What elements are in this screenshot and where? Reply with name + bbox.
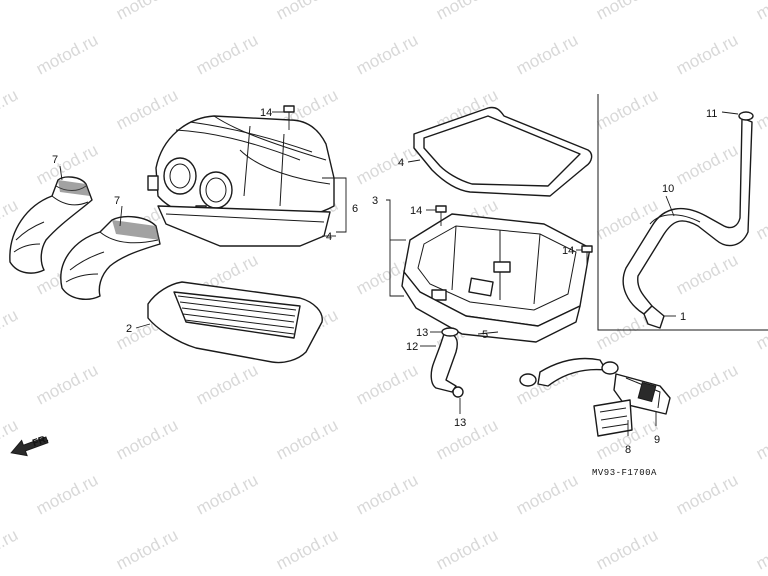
watermark-text: motod.ru <box>0 525 21 573</box>
watermark-text: motod.ru <box>0 0 21 24</box>
watermark-text: motod.ru <box>0 85 21 133</box>
watermark-text: motod.ru <box>353 140 421 188</box>
watermark-text: motod.ru <box>513 470 581 518</box>
watermark-text: motod.ru <box>433 525 501 573</box>
air-funnel-tube-front <box>60 215 161 300</box>
breather-hose-box <box>597 94 768 331</box>
watermark-text: motod.ru <box>753 85 768 133</box>
watermark-text: motod.ru <box>513 30 581 78</box>
callout-2: 2 <box>126 323 132 335</box>
watermark-text: motod.ru <box>673 140 741 188</box>
callout-4-cover: 4 <box>326 231 332 243</box>
front-direction-label: FR. <box>31 433 50 449</box>
watermark-text: motod.ru <box>33 470 101 518</box>
watermark-text: motod.ru <box>433 415 501 463</box>
watermark-text: motod.ru <box>673 470 741 518</box>
watermark-text: motod.ru <box>353 30 421 78</box>
air-funnel-tube-rear <box>9 176 93 274</box>
callout-10: 10 <box>662 183 674 195</box>
callout-7-front: 7 <box>114 195 120 207</box>
callout-5: 5 <box>482 329 488 341</box>
watermark-text: motod.ru <box>113 85 181 133</box>
watermark-text: motod.ru <box>33 30 101 78</box>
watermark-text: motod.ru <box>753 525 768 573</box>
watermark-text: motod.ru <box>0 415 21 463</box>
watermark-text: motod.ru <box>673 250 741 298</box>
callout-13-upper: 13 <box>416 327 428 339</box>
watermark-text: motod.ru <box>273 415 341 463</box>
callout-14-case-left: 14 <box>410 205 422 217</box>
callout-1: 1 <box>680 311 686 323</box>
breather-hose <box>519 357 619 387</box>
watermark-text: motod.ru <box>593 85 661 133</box>
air-cleaner-cover <box>147 115 335 247</box>
bolt-case-left <box>435 205 447 226</box>
watermark-text: motod.ru <box>673 30 741 78</box>
diagram-code: MV93-F1700A <box>592 468 657 478</box>
callout-12: 12 <box>406 341 418 353</box>
callout-14-top: 14 <box>260 107 272 119</box>
housing-seal-gasket <box>413 106 593 197</box>
callout-11: 11 <box>706 108 717 120</box>
callout-6: 6 <box>352 203 358 215</box>
air-cleaner-case <box>401 213 591 343</box>
callout-13-lower: 13 <box>454 417 466 429</box>
watermark-text: motod.ru <box>273 0 341 24</box>
filter-mesh <box>177 295 297 335</box>
watermark-text: motod.ru <box>593 0 661 24</box>
callout-3: 3 <box>372 195 378 207</box>
bolt-case-right <box>581 245 593 266</box>
watermark-text: motod.ru <box>0 305 21 353</box>
callout-7-rear: 7 <box>52 154 58 166</box>
watermark-text: motod.ru <box>353 470 421 518</box>
callout-9: 9 <box>654 434 660 446</box>
watermark-text: motod.ru <box>33 360 101 408</box>
drain-tube <box>430 327 464 398</box>
watermark-text: motod.ru <box>193 30 261 78</box>
callout-14-case-right: 14 <box>562 245 574 257</box>
watermark-text: motod.ru <box>193 470 261 518</box>
callout-8: 8 <box>625 444 631 456</box>
watermark-text: motod.ru <box>193 360 261 408</box>
watermark-text: motod.ru <box>353 360 421 408</box>
callout-labels: 7 7 14 6 4 2 3 4 14 14 5 13 12 13 8 9 10… <box>52 107 717 456</box>
watermark-text: motod.ru <box>113 415 181 463</box>
watermark-text: motod.ru <box>673 360 741 408</box>
watermark-text: motod.ru <box>113 0 181 24</box>
front-direction-arrow <box>10 436 49 457</box>
leader-lines <box>59 111 739 436</box>
watermark-text: motod.ru <box>753 305 768 353</box>
watermark-text: motod.ru <box>593 525 661 573</box>
watermark-text: motod.ru <box>753 0 768 24</box>
bolt-top <box>283 105 295 130</box>
separator-element <box>593 399 633 437</box>
callout-4-gasket: 4 <box>398 157 404 169</box>
watermark-text: motod.ru <box>753 195 768 243</box>
watermark-text: motod.ru <box>433 0 501 24</box>
air-cleaner-element <box>147 281 323 364</box>
crankcase-breather-hose <box>622 111 754 329</box>
watermark-text: motod.ru <box>113 525 181 573</box>
watermark-text: motod.ru <box>273 525 341 573</box>
watermark-text: motod.ru <box>753 415 768 463</box>
